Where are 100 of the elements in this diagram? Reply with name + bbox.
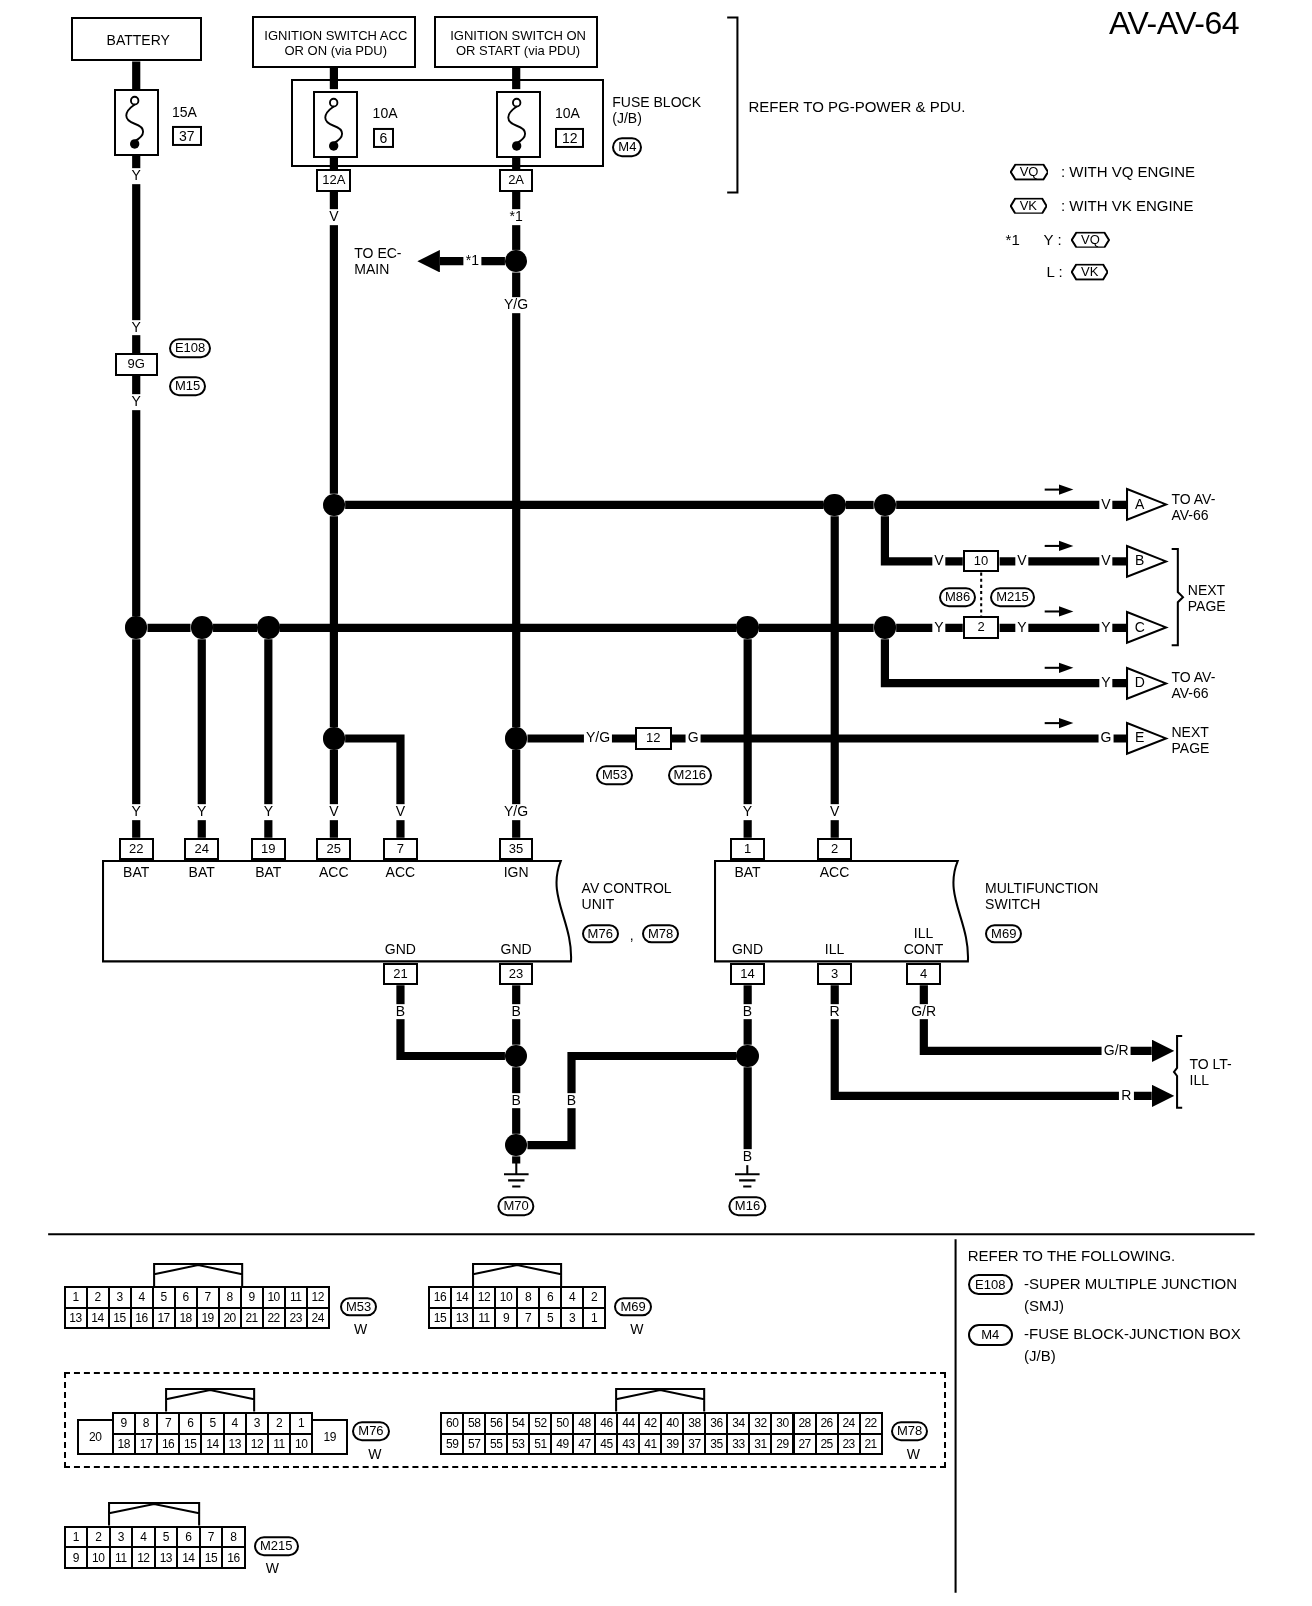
junction-dot — [873, 616, 896, 639]
pin-number: 22 — [128, 841, 144, 857]
pin-cell: 28 — [792, 1412, 817, 1435]
wire — [880, 639, 1127, 688]
junction-dot — [322, 727, 346, 750]
separator-text: , — [629, 928, 634, 944]
pin-number: 2 — [830, 841, 839, 857]
wire-color-code: Y/G — [502, 804, 531, 820]
destination-label: TO LT- ILL — [1173, 1034, 1246, 1110]
pin-function-label: GND — [384, 942, 416, 959]
wire — [512, 749, 521, 838]
junction-dot — [504, 1044, 528, 1067]
wire — [830, 516, 839, 838]
component-label: MULTIFUNCTION SWITCH — [985, 881, 1100, 913]
component-label: D — [1134, 675, 1145, 691]
wire-color-code: Y — [261, 804, 275, 820]
wire-color-code: B — [509, 1092, 523, 1109]
junction-dot — [504, 1133, 528, 1157]
wire-color-code: Y — [195, 804, 209, 820]
engine-code-badge: VQ — [1009, 163, 1049, 181]
connector-color-code: W — [630, 1322, 644, 1338]
wire-color-code: V — [1099, 553, 1113, 569]
battery-box — [70, 17, 202, 62]
wire-color-code: R — [827, 1003, 842, 1020]
component-label: IGNITION SWITCH ACC OR ON (via PDU) — [263, 29, 409, 59]
wire — [999, 557, 1127, 566]
connector-code-badge: M215 — [254, 1536, 299, 1557]
wire-color-code: B — [564, 1092, 579, 1109]
connector-code-badge: M69 — [985, 924, 1023, 944]
wire — [396, 985, 505, 1061]
connector-color-code: W — [906, 1447, 920, 1463]
pin-cell: 16 — [221, 1546, 246, 1569]
wire — [279, 623, 737, 632]
connector-triangle — [1126, 666, 1168, 700]
footnote-mark: *1 — [1005, 231, 1020, 248]
connector-code-badge: E108 — [168, 338, 212, 358]
pin-number: 19 — [261, 841, 276, 857]
wire-color-code: B — [509, 1003, 523, 1020]
pin-cell: 60 — [440, 1412, 465, 1435]
connector-color-code: W — [368, 1447, 382, 1463]
connector-code-badge: M70 — [497, 1196, 535, 1217]
footnote-mark: *1 — [507, 209, 525, 225]
destination-label: NEXT PAGE — [1187, 583, 1227, 615]
pin-cell: 9 — [63, 1546, 88, 1569]
component-label: C — [1134, 619, 1145, 636]
connector-code-badge: M15 — [168, 376, 207, 396]
junction-dot — [823, 493, 846, 517]
connector-triangle — [1126, 721, 1168, 755]
component-label: A — [1135, 496, 1145, 513]
inline-connector — [962, 616, 1000, 639]
wire — [512, 1067, 521, 1134]
dashed-group-box — [63, 1372, 947, 1469]
terminal-pin — [906, 962, 941, 986]
component-label: AV CONTROL UNIT — [581, 881, 673, 913]
wire — [264, 639, 273, 838]
destination-label: TO AV- AV-66 — [1171, 670, 1217, 702]
pin-number: 24 — [194, 841, 209, 857]
component-label: IGNITION SWITCH ON OR START (via PDU) — [449, 29, 587, 59]
terminal-pin — [498, 169, 534, 192]
note-text: REFER TO PG-POWER & PDU. — [748, 98, 966, 115]
wire — [758, 623, 874, 632]
pin-number: 7 — [396, 841, 404, 857]
ignition-switch-box — [434, 16, 598, 68]
fuse-number: 37 — [172, 126, 202, 147]
wire-arrow — [919, 985, 1175, 1063]
connector-code-badge: M78 — [890, 1421, 929, 1442]
wire-color-code: Y — [129, 319, 143, 336]
wire — [527, 1051, 737, 1150]
terminal-pin — [250, 837, 286, 861]
pin-function-label: ACC — [385, 865, 416, 882]
wire — [512, 985, 521, 1045]
pin-function-label: GND — [500, 942, 532, 959]
pin-cell: 20 — [76, 1419, 114, 1455]
fuse-number: 12 — [554, 128, 585, 149]
wire-color-code: V — [932, 553, 946, 569]
connector-code-badge: M216 — [667, 765, 713, 785]
wire — [329, 516, 338, 728]
wire-color-code: V — [327, 804, 341, 820]
wire — [132, 155, 141, 354]
note-text: : WITH VQ ENGINE — [1060, 163, 1196, 181]
ignition-switch-box — [251, 16, 416, 68]
connector-code-badge: M78 — [642, 924, 680, 944]
fuse-rating: 10A — [554, 106, 580, 123]
pin-number: 35 — [508, 841, 524, 857]
fuse-number: 6 — [372, 128, 395, 149]
wire-color-code: V — [827, 804, 842, 820]
terminal-pin — [316, 837, 352, 861]
wire — [132, 61, 141, 90]
terminal-pin — [184, 837, 220, 861]
terminal-pin — [498, 962, 534, 986]
pin-cell: 1 — [582, 1306, 607, 1330]
connector-triangle — [1126, 488, 1168, 522]
note-text: : WITH VK ENGINE — [1060, 197, 1194, 215]
junction-dot — [124, 616, 148, 639]
pin-function-label: ILL CONT — [902, 926, 945, 958]
pin-number: 23 — [508, 966, 524, 982]
wire-color-code: B — [393, 1003, 408, 1020]
pin-number: 25 — [326, 841, 341, 857]
wire-arrow — [830, 985, 1175, 1108]
pin-number: 4 — [919, 966, 928, 982]
